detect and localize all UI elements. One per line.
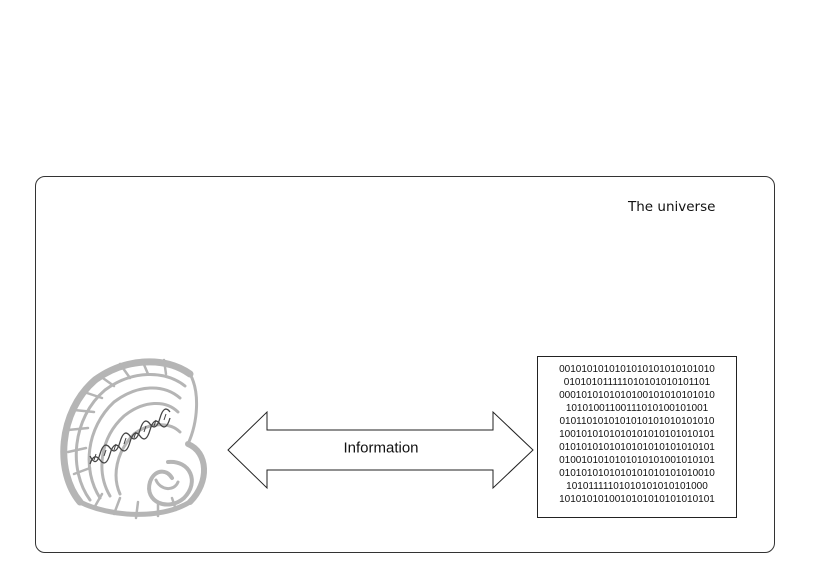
binary-line: 0001010101010100101010101010 xyxy=(559,390,715,401)
binary-line: 1010101010010101010101010101 xyxy=(559,494,715,505)
binary-line: 1001010101010101010101010101 xyxy=(559,429,715,440)
double-arrow-icon xyxy=(227,410,534,490)
binary-line: 10101111101010101010101000 xyxy=(566,481,708,492)
universe-label: The universe xyxy=(628,199,716,215)
binary-line: 0101010101010101010101010101 xyxy=(559,442,715,453)
binary-line: 0010101010101010101010101010 xyxy=(559,364,715,375)
binary-data-box: 0010101010101010101010101010 01010101111… xyxy=(537,356,737,518)
binary-line: 010101011111010101010101101 xyxy=(563,377,711,388)
binary-line: 0101010101010101010101010010 xyxy=(559,468,715,479)
universe-boundary xyxy=(35,176,775,553)
binary-line: 0101101010101010101010101010 xyxy=(559,416,715,427)
shell-ribs xyxy=(60,358,207,520)
dna-helix-icon xyxy=(89,408,171,465)
nautilus-shell-icon xyxy=(60,358,207,520)
binary-line: 10101001100111010100101001 xyxy=(565,403,709,414)
binary-line: 0100101010101010101001010101 xyxy=(559,455,715,466)
information-label: Information xyxy=(343,439,419,457)
